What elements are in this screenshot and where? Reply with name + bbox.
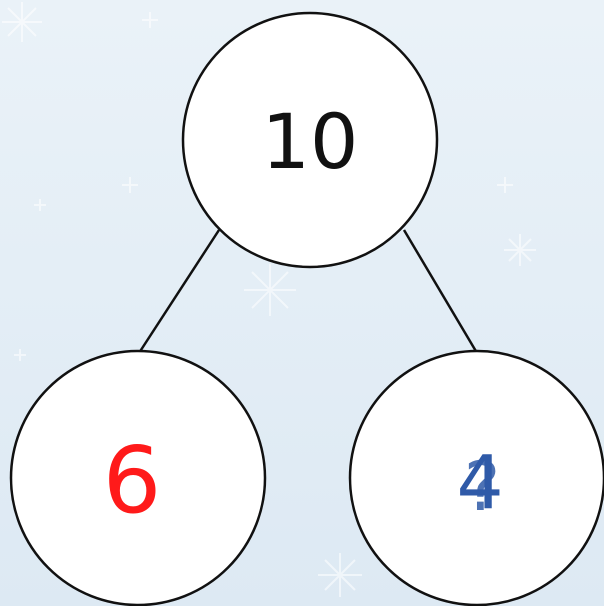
part-left-value: 6 [103,427,162,534]
part-right-value: 4 [456,440,503,526]
part-left-node: 6 [11,351,265,605]
whole-node: 10 [183,13,437,267]
bond-line-right [404,230,477,353]
bond-line-left [139,230,219,353]
part-right-node: ? 4 [350,351,604,605]
whole-value: 10 [262,97,359,186]
